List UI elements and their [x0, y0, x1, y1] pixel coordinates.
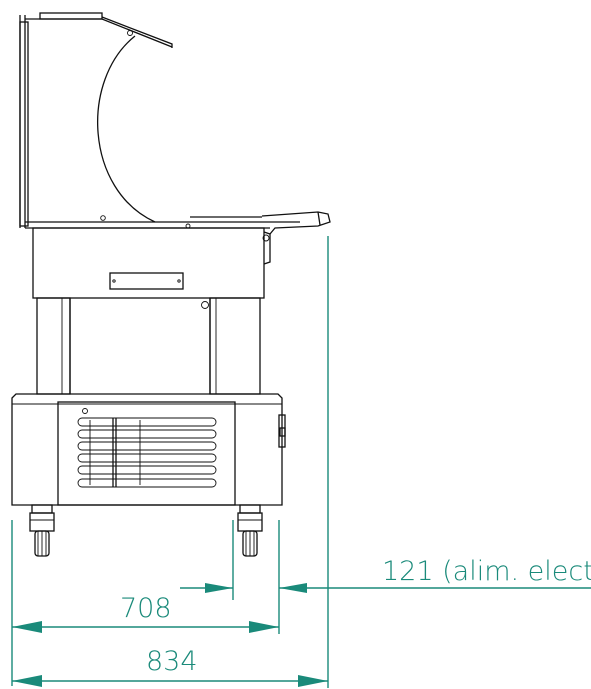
- dimension-total-width: 834: [12, 646, 328, 687]
- dimension-inner-width: 708: [12, 593, 279, 633]
- caster-left: [29, 504, 55, 557]
- machine-columns: [36, 297, 261, 395]
- inner-width-label: 708: [120, 593, 172, 624]
- machine-hood: [19, 12, 331, 235]
- dimension-extension-lines: [11, 236, 329, 688]
- machine-cabinet: [32, 227, 271, 309]
- power-supply-label: 121 (alim. elect): [382, 556, 591, 587]
- total-width-label: 834: [146, 646, 198, 677]
- dimension-power-supply: 121 (alim. elect): [180, 556, 591, 593]
- caster-right: [237, 504, 263, 557]
- machine-base: [11, 393, 286, 506]
